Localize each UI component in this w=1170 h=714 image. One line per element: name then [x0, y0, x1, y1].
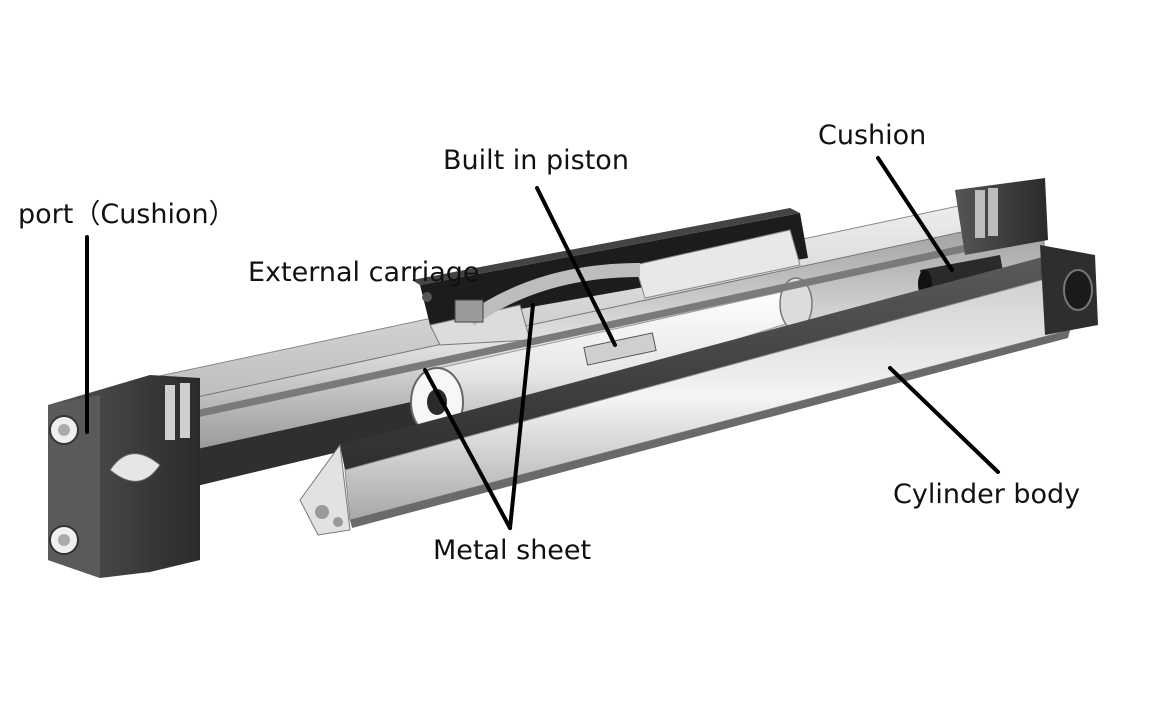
- leader-lines: [85, 156, 1000, 530]
- right-end-cap: [955, 178, 1098, 335]
- leader-cushion: [876, 156, 954, 272]
- leader-built-in-piston: [535, 186, 617, 347]
- piston-rod: [170, 400, 430, 490]
- label-cylinder-body: Cylinder body: [893, 479, 1081, 510]
- leader-cylinder-body: [888, 366, 1000, 474]
- metal-sheet-strip: [160, 235, 1012, 425]
- label-built-in-piston: Built in piston: [443, 145, 629, 176]
- leader-metal-sheet-a: [423, 368, 512, 530]
- label-cushion: Cushion: [818, 120, 927, 151]
- left-end-cap: [48, 375, 200, 578]
- external-carriage: [412, 208, 808, 346]
- label-metal-sheet: Metal sheet: [433, 535, 592, 566]
- label-port-cushion: port（Cushion）: [18, 199, 236, 230]
- leader-metal-sheet-b: [508, 303, 535, 530]
- label-external-carriage: External carriage: [248, 257, 480, 288]
